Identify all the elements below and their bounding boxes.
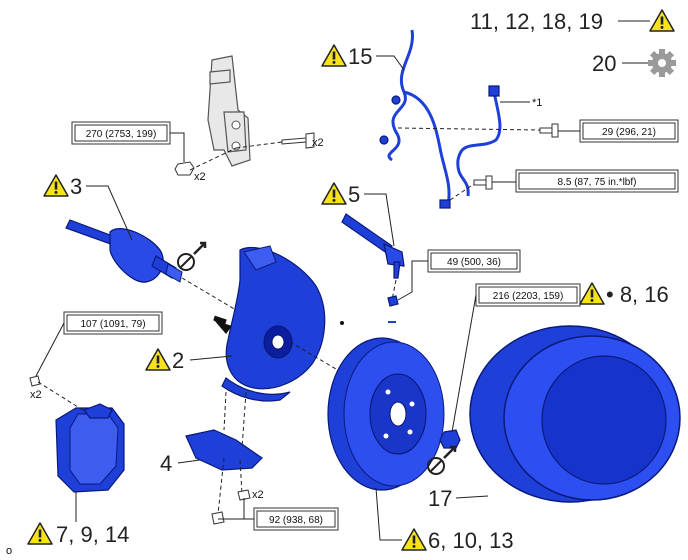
warning-triangle-icon <box>649 9 675 32</box>
svg-text:5: 5 <box>348 182 360 207</box>
svg-text:11, 12, 18, 19: 11, 12, 18, 19 <box>470 9 603 34</box>
svg-text:6, 10, 13: 6, 10, 13 <box>428 528 514 553</box>
note-star-1: *1 <box>532 97 542 109</box>
strut-nut <box>174 161 195 176</box>
svg-text:15: 15 <box>348 44 372 69</box>
shield-bolts <box>211 489 251 525</box>
svg-text:2: 2 <box>172 348 184 373</box>
do-not-reuse-icon <box>177 241 207 271</box>
warning-triangle-icon <box>401 528 427 551</box>
warning-triangle-icon <box>321 44 347 67</box>
strut-assembly <box>207 55 251 167</box>
qty-shield-bolt: x2 <box>252 489 264 501</box>
svg-text:20: 20 <box>592 51 616 76</box>
strut-bolt <box>281 132 315 149</box>
torque-spec-6: 216 (2203, 159) <box>493 291 564 302</box>
callout-3: 3 <box>43 174 133 241</box>
steering-knuckle <box>221 245 326 402</box>
brake-caliper <box>55 403 125 493</box>
callout-2: 2 <box>145 348 233 373</box>
torque-spec-4: 49 (500, 36) <box>447 257 501 268</box>
tire <box>469 325 681 503</box>
callout-17: 17 <box>428 486 489 511</box>
torque-box-6: 216 (2203, 159) <box>475 283 581 307</box>
callout-7-9-14: 7, 9, 14 <box>27 492 129 547</box>
torque-box-4: 49 (500, 36) <box>427 249 521 273</box>
torque-spec-2: 29 (296, 21) <box>602 127 656 138</box>
torque-box-3: 8.5 (87, 75 in.*lbf) <box>515 169 679 193</box>
callout-20: 20 <box>592 49 676 77</box>
callout-8-16: • 8, 16 <box>579 282 669 307</box>
callout-6-10-13: 6, 10, 13 <box>375 487 514 553</box>
disc-rotor <box>327 337 445 491</box>
svg-text:• 8, 16: • 8, 16 <box>606 282 669 307</box>
corner-mark: o <box>6 545 12 557</box>
svg-text:3: 3 <box>70 174 82 199</box>
speed-sensor-harness <box>379 29 502 209</box>
do-not-reuse-icon <box>427 445 457 475</box>
torque-box-5: 107 (1091, 79) <box>63 311 163 335</box>
qty-strut-nut: x2 <box>194 171 206 183</box>
callout-5: 5 <box>321 182 395 247</box>
hub-nut <box>439 429 461 449</box>
torque-box-7: 92 (938, 68) <box>253 507 339 531</box>
gear-icon <box>648 49 676 77</box>
torque-spec-7: 92 (938, 68) <box>269 515 323 526</box>
torque-spec-5: 107 (1091, 79) <box>80 319 145 330</box>
torque-box-2: 29 (296, 21) <box>579 119 679 143</box>
caliper-bolt <box>29 375 41 387</box>
warning-triangle-icon <box>579 282 605 305</box>
callout-15: 15 <box>321 44 405 71</box>
harness-bolt-8-5 <box>473 175 493 190</box>
callout-4: 4 <box>160 451 201 476</box>
qty-strut-bolt: x2 <box>312 137 324 149</box>
tie-rod-end <box>341 213 405 279</box>
svg-text:4: 4 <box>160 451 172 476</box>
warning-triangle-icon <box>145 348 171 371</box>
warning-triangle-icon <box>43 174 69 197</box>
torque-spec-1: 270 (2753, 199) <box>86 129 157 140</box>
callout-11-12-18-19: 11, 12, 18, 19 <box>470 9 675 34</box>
dust-cover <box>185 429 263 471</box>
torque-spec-3: 8.5 (87, 75 in.*lbf) <box>558 177 637 188</box>
svg-text:7, 9, 14: 7, 9, 14 <box>56 522 129 547</box>
warning-triangle-icon <box>321 182 347 205</box>
svg-text:17: 17 <box>428 486 452 511</box>
harness-bolt-29 <box>539 123 559 138</box>
torque-box-1: 270 (2753, 199) <box>71 121 171 145</box>
drive-shaft <box>65 219 183 283</box>
qty-caliper-bolt: x2 <box>30 389 42 401</box>
tie-rod-nut <box>387 295 399 307</box>
warning-triangle-icon <box>27 522 53 545</box>
